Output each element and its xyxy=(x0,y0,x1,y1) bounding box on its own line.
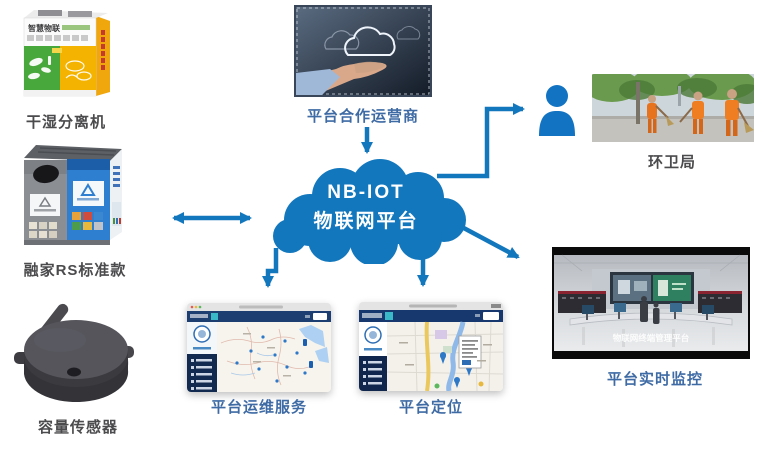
cloud-outline-icon xyxy=(344,26,396,56)
sanitation-bureau-label: 环卫局 xyxy=(647,154,696,171)
dry-wet-separator-image: 智慧物联 xyxy=(18,4,114,104)
control-room-photo: 物联网终端管理平台 xyxy=(552,247,750,359)
capacity-sensor-image xyxy=(10,296,138,414)
positioning-screenshot xyxy=(359,302,503,391)
partner-operator-image xyxy=(294,5,432,97)
rs-standard-bin-image xyxy=(20,140,126,258)
control-room-caption: 物联网终端管理平台 xyxy=(613,333,690,343)
cloud-title-line1: NB-IOT xyxy=(327,182,405,203)
china-map-graphic xyxy=(220,325,329,386)
cloud-title-line2: 物联网平台 xyxy=(313,211,419,232)
arrow-cloud-to-ops-service xyxy=(262,248,279,288)
ops-service-screenshot xyxy=(187,303,331,392)
people-silhouettes xyxy=(640,296,660,324)
dry-wet-separator-label: 干湿分离机 xyxy=(25,114,106,131)
positioning-label: 平台定位 xyxy=(398,399,463,416)
worker-figures xyxy=(647,89,754,136)
console-monitors xyxy=(582,303,714,320)
map-popup xyxy=(458,335,482,369)
hand-image xyxy=(296,61,387,95)
small-cloud-outline-icon xyxy=(324,30,360,50)
capacity-sensor-label: 容量传感器 xyxy=(37,419,118,436)
realtime-monitoring-label: 平台实时监控 xyxy=(606,371,703,388)
arrow-cloud-to-sanitation xyxy=(437,103,525,179)
ops-service-label: 平台运维服务 xyxy=(210,399,307,416)
user-icon xyxy=(536,84,578,136)
rs-standard-bin-label: 融家RS标准款 xyxy=(23,262,127,279)
bin-header-text: 智慧物联 xyxy=(28,23,60,33)
arrow-cloud-to-monitoring xyxy=(458,224,520,259)
sanitation-workers-photo xyxy=(592,74,754,142)
partner-operator-label: 平台合作运营商 xyxy=(306,108,419,125)
street-map-graphic xyxy=(386,321,503,391)
nbiot-cloud-shape: NB-IOT 物联网平台 xyxy=(260,156,472,264)
